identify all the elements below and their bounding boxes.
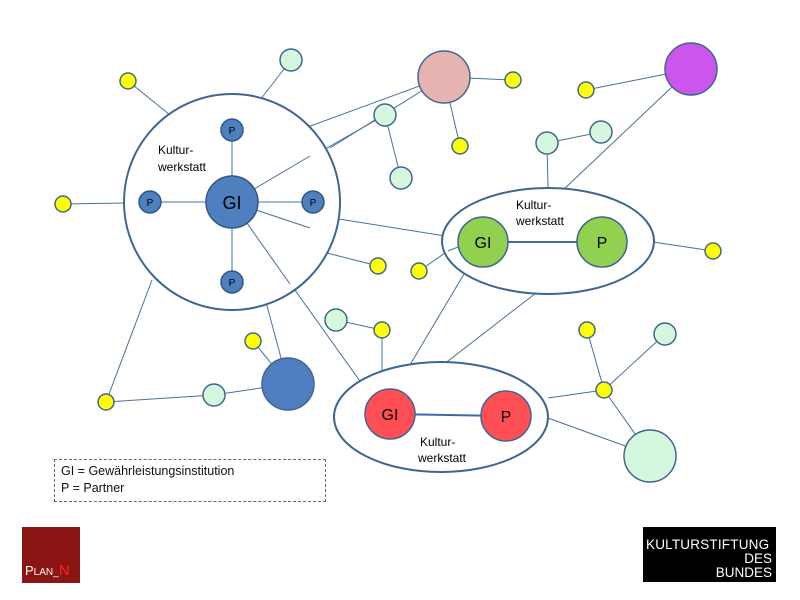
legend-line-p: P = Partner <box>61 481 125 495</box>
edge <box>603 333 666 391</box>
light-green-node <box>324 308 348 332</box>
light-green-node <box>589 120 613 144</box>
plan-n-logo-text: PLAN_N <box>25 562 70 579</box>
plan-n-logo: PLAN_N <box>22 527 80 583</box>
left-partner-node <box>301 190 325 214</box>
left-partner-label: P <box>310 198 317 209</box>
kulturstiftung-logo: KULTURSTIFTUNG DES BUNDES <box>643 527 776 582</box>
edge <box>105 394 215 403</box>
bottom-gi-label: GI <box>382 407 399 424</box>
left-partner-node <box>220 118 244 142</box>
light-green-node <box>535 131 559 155</box>
legend: GI = Gewährleistungsinstitution P = Part… <box>54 459 326 502</box>
edge <box>547 389 605 399</box>
edge <box>586 329 605 391</box>
edge <box>326 252 379 267</box>
left-partner-label: P <box>229 278 236 289</box>
yellow-node <box>244 332 262 350</box>
kulturstiftung-logo-line1: KULTURSTIFTUNG <box>646 537 770 552</box>
edge <box>105 279 153 403</box>
left-gi-label: GI <box>222 193 241 213</box>
yellow-node <box>504 71 522 89</box>
bottom-gi-node <box>364 388 416 440</box>
bottom-hub-label-line1: Kultur- <box>420 435 455 449</box>
plan-n-logo-n: N <box>58 562 70 579</box>
light-green-nodes <box>202 48 677 483</box>
plan-n-logo-p: P <box>25 563 34 578</box>
left-partner-label: P <box>147 198 154 209</box>
edge <box>62 202 125 205</box>
right-hub-label-line1: Kultur- <box>516 198 551 212</box>
large-blue-node <box>261 357 315 411</box>
yellow-node <box>369 257 387 275</box>
yellow-node <box>54 195 72 213</box>
left-partner-node <box>138 190 162 214</box>
bottom-partner-label: P <box>501 409 512 426</box>
light-green-node <box>389 166 413 190</box>
left-partner-label: P <box>229 126 236 137</box>
right-gi-node <box>457 216 509 268</box>
right-hub-label-line2: werkstatt <box>515 214 565 228</box>
large-light-green-node <box>623 429 677 483</box>
yellow-node <box>451 137 469 155</box>
plan-n-logo-lan: LAN <box>33 567 54 578</box>
bottom-hub-label-line2: werkstatt <box>417 451 467 465</box>
yellow-node <box>410 262 428 280</box>
yellow-nodes <box>54 71 722 411</box>
kulturstiftung-logo-line2: DES <box>744 551 772 566</box>
yellow-node <box>704 242 722 260</box>
light-green-node <box>653 322 677 346</box>
light-green-node <box>202 383 226 407</box>
left-hub-label-line2: werkstatt <box>157 160 207 174</box>
bottom-partner-node <box>480 390 532 442</box>
edge <box>562 68 692 191</box>
light-green-node <box>279 48 303 72</box>
edge <box>652 241 714 252</box>
edge <box>127 80 171 116</box>
kulturstiftung-logo-line3: BUNDES <box>715 565 772 580</box>
purple-node <box>664 42 718 96</box>
right-partner-label: P <box>597 235 608 252</box>
right-gi-label: GI <box>475 235 492 252</box>
legend-line-gi: GI = Gewährleistungsinstitution <box>61 464 235 478</box>
light-green-node <box>373 103 397 127</box>
yellow-node <box>97 393 115 411</box>
left-gi-node <box>205 175 259 229</box>
yellow-node <box>577 81 595 99</box>
yellow-node <box>578 321 596 339</box>
left-partner-node <box>220 270 244 294</box>
right-partner-node <box>576 216 628 268</box>
left-hub-label-line1: Kultur- <box>158 143 193 157</box>
yellow-node <box>373 321 391 339</box>
yellow-node <box>119 72 137 90</box>
pink-node <box>417 50 471 104</box>
yellow-node <box>595 381 613 399</box>
plan-n-logo-underscore: _ <box>53 567 59 578</box>
